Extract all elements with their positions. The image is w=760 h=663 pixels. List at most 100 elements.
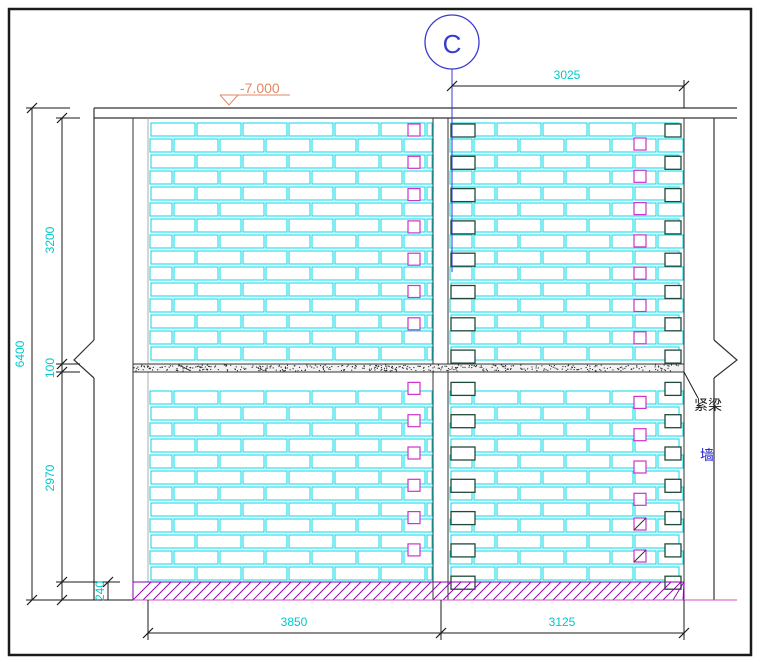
brick <box>426 534 433 549</box>
hatch-line <box>332 581 352 601</box>
brick <box>542 218 588 233</box>
band-dot <box>389 370 391 372</box>
band-dot <box>262 365 264 368</box>
band-dot <box>468 366 470 368</box>
band-dot <box>282 370 284 372</box>
band-dot <box>329 366 331 369</box>
hatch-line <box>452 581 472 601</box>
band-dot <box>189 369 191 372</box>
band-dot <box>206 369 208 371</box>
brick <box>242 314 288 329</box>
brick <box>173 266 219 281</box>
brick <box>219 550 265 565</box>
band-dot <box>550 365 553 367</box>
band-dot <box>543 369 545 371</box>
band-dot <box>230 364 232 366</box>
hatch-line <box>622 581 642 601</box>
band-dot <box>406 367 408 369</box>
band-dot <box>214 365 217 367</box>
band-dot <box>391 366 393 368</box>
band-dot <box>297 370 299 372</box>
band-dot <box>337 365 339 368</box>
band-dot <box>269 367 271 369</box>
band-dot <box>301 369 303 372</box>
band-dot <box>270 365 272 367</box>
band-dot <box>441 367 443 369</box>
band-dot <box>159 366 161 369</box>
dark-block-left <box>450 284 476 300</box>
band-dot <box>257 366 259 369</box>
band-dot <box>585 366 587 369</box>
brick <box>426 438 433 453</box>
brick <box>426 346 433 361</box>
band-dot <box>383 367 386 369</box>
axis-c-label: C <box>443 29 462 59</box>
hatch-line <box>572 581 592 601</box>
brick <box>542 566 588 581</box>
dark-block-right <box>664 446 682 461</box>
brick <box>334 470 380 485</box>
dark-block-right <box>664 381 682 397</box>
pink-block <box>633 169 647 183</box>
brick <box>150 154 196 169</box>
band-dot <box>536 369 538 372</box>
band-dot <box>606 367 609 370</box>
band-dot <box>259 369 261 371</box>
brick <box>657 138 684 153</box>
hatch-line <box>612 581 632 601</box>
left-chain-tick-5 <box>56 594 68 606</box>
band-dot <box>437 367 439 369</box>
band-dot <box>318 369 321 372</box>
hatch-line <box>402 581 422 601</box>
brick <box>149 234 173 249</box>
band-dot <box>664 369 667 371</box>
dark-block-left <box>450 252 476 267</box>
dark-block-left <box>450 349 476 364</box>
hatch-line <box>232 581 252 601</box>
brick <box>219 298 265 313</box>
band-dot <box>503 366 505 368</box>
band-dot <box>203 368 205 370</box>
band-dot <box>355 367 357 369</box>
pink-block <box>633 266 647 280</box>
band-dot <box>190 367 192 369</box>
band-dot <box>531 366 533 368</box>
brick <box>196 218 242 233</box>
band-dot <box>182 370 184 372</box>
brick <box>288 470 334 485</box>
left-total-dim-text: 6400 <box>13 340 27 367</box>
band-dot <box>535 367 537 369</box>
band-dot <box>329 368 331 371</box>
brick <box>173 138 219 153</box>
brick <box>449 202 473 217</box>
band-dot <box>354 367 356 369</box>
band-dot <box>504 367 506 369</box>
brick <box>519 550 565 565</box>
band-dot <box>675 364 677 366</box>
dark-block-right <box>664 252 682 267</box>
band-dot <box>460 365 462 367</box>
band-dot <box>475 365 477 368</box>
band-dot <box>567 364 570 366</box>
brick <box>588 250 634 265</box>
brick <box>311 454 357 469</box>
brick <box>219 486 265 501</box>
brick <box>380 218 426 233</box>
dark-block-right <box>664 510 682 526</box>
band-dot <box>381 368 383 371</box>
band-dot <box>309 365 311 367</box>
band-dot <box>226 369 228 371</box>
brick <box>196 438 242 453</box>
band-dot <box>236 370 238 372</box>
pink-block-slash <box>633 549 647 563</box>
brick <box>242 502 288 517</box>
band-dot <box>295 370 297 372</box>
brick <box>473 486 519 501</box>
band-dot <box>438 367 441 370</box>
band-dot <box>660 369 663 371</box>
band-dot <box>660 367 662 369</box>
brick <box>357 330 403 345</box>
brick <box>519 234 565 249</box>
brick <box>449 234 473 249</box>
